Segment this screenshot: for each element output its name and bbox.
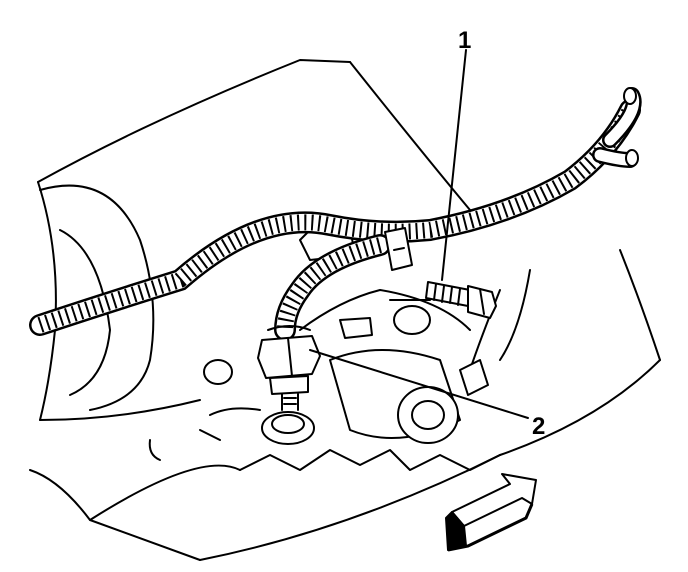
engine-housing: [29, 59, 661, 561]
bolt-part: [425, 281, 497, 319]
callout-number-1: 1: [458, 27, 471, 54]
sensor-part: [257, 325, 321, 445]
callout-leader-2: [309, 349, 529, 419]
callout-leader-1: [441, 49, 467, 281]
sensor-mount: [203, 227, 531, 444]
direction-arrow-icon: [445, 473, 537, 552]
callout-number-2: 2: [532, 413, 545, 440]
wiring-harness: [29, 87, 642, 341]
